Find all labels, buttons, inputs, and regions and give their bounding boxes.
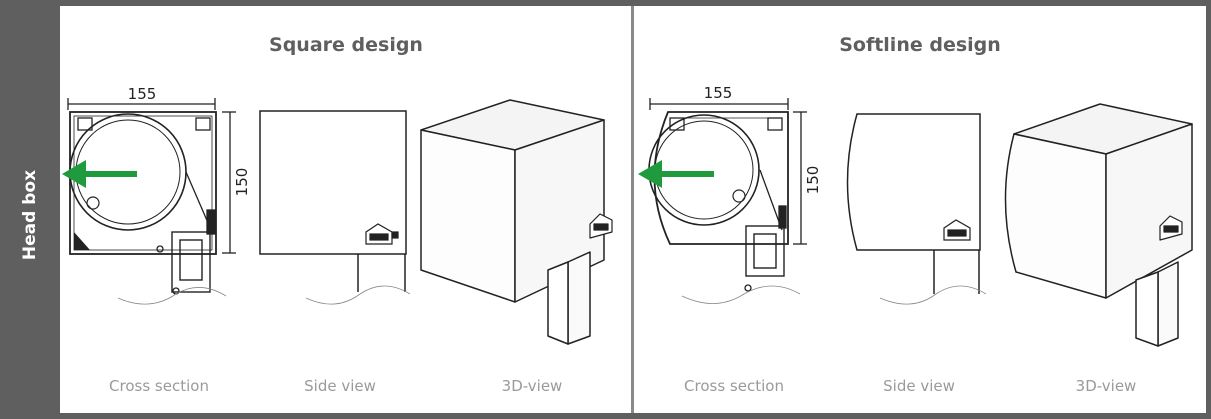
soft-roller-slot — [732, 189, 746, 203]
post-side — [567, 251, 591, 345]
softline-side-view-caption: Side view — [883, 377, 955, 395]
green-arrow-icon — [62, 160, 137, 188]
softline-cross-section-caption: Cross section — [684, 377, 784, 395]
soft-guide-rail-inner — [753, 233, 777, 269]
soft-bracket-right — [767, 117, 783, 131]
guide-rail — [171, 231, 211, 293]
soft-side-clip — [778, 205, 787, 229]
softline-side-view — [846, 113, 987, 305]
post-front — [547, 261, 569, 345]
soft-logo-house-icon-3d — [1159, 215, 1183, 241]
break-line — [117, 287, 227, 305]
bracket-right — [195, 117, 211, 131]
soft-roller-outer — [648, 114, 760, 226]
square-design-title: Square design — [269, 34, 423, 56]
soft-roller-inner — [654, 120, 754, 220]
width-dimension-label: 155 — [128, 85, 157, 103]
square-cross-section — [67, 98, 236, 305]
frame-border-top — [60, 0, 1211, 6]
softline-3d-view — [1004, 103, 1193, 347]
side-break-line — [305, 285, 411, 305]
guide-rail-inner — [179, 239, 203, 281]
soft-cube-front — [1004, 133, 1107, 299]
side-bar — [0, 0, 60, 419]
softline-3d-view-caption: 3D-view — [1075, 377, 1137, 395]
soft-side-break-line — [879, 285, 987, 305]
bracket-left — [77, 117, 93, 131]
cube-front — [420, 129, 516, 303]
logo-house-icon-3d — [589, 213, 613, 239]
soft-cube-side — [1105, 123, 1193, 299]
soft-curtain-line — [759, 169, 783, 231]
headbox-outline — [69, 111, 217, 255]
softline-cross-section — [648, 98, 807, 304]
square-3d-view-caption: 3D-view — [501, 377, 563, 395]
soft-side-view-box — [846, 113, 981, 251]
soft-break-line — [681, 285, 801, 304]
soft-height-dimension-label: 150 — [804, 166, 822, 195]
square-side-view — [259, 110, 411, 305]
soft-logo-house-icon — [943, 219, 971, 241]
logo-house-icon — [365, 223, 399, 245]
square-side-view-caption: Side view — [304, 377, 376, 395]
screw-1 — [156, 245, 164, 253]
square-cross-section-caption: Cross section — [109, 377, 209, 395]
green-arrow-icon-softline — [638, 160, 714, 188]
side-clip — [206, 209, 216, 235]
square-3d-view — [420, 99, 613, 345]
soft-post-side — [1157, 261, 1179, 347]
roller-slot — [86, 196, 100, 210]
height-dimension-label: 150 — [233, 168, 251, 197]
soft-post-front — [1135, 271, 1159, 347]
softline-design-title: Softline design — [839, 34, 1001, 56]
frame-border-right — [1206, 0, 1211, 419]
soft-width-dimension-label: 155 — [704, 84, 733, 102]
side-view-box — [259, 110, 407, 255]
frame-border-bottom — [60, 413, 1211, 419]
soft-bracket-left — [669, 117, 685, 131]
panel-divider — [631, 6, 634, 413]
corner-piece — [74, 232, 90, 250]
soft-headbox-outline — [653, 111, 789, 245]
soft-screw — [744, 284, 752, 292]
soft-guide-rail — [745, 225, 785, 277]
